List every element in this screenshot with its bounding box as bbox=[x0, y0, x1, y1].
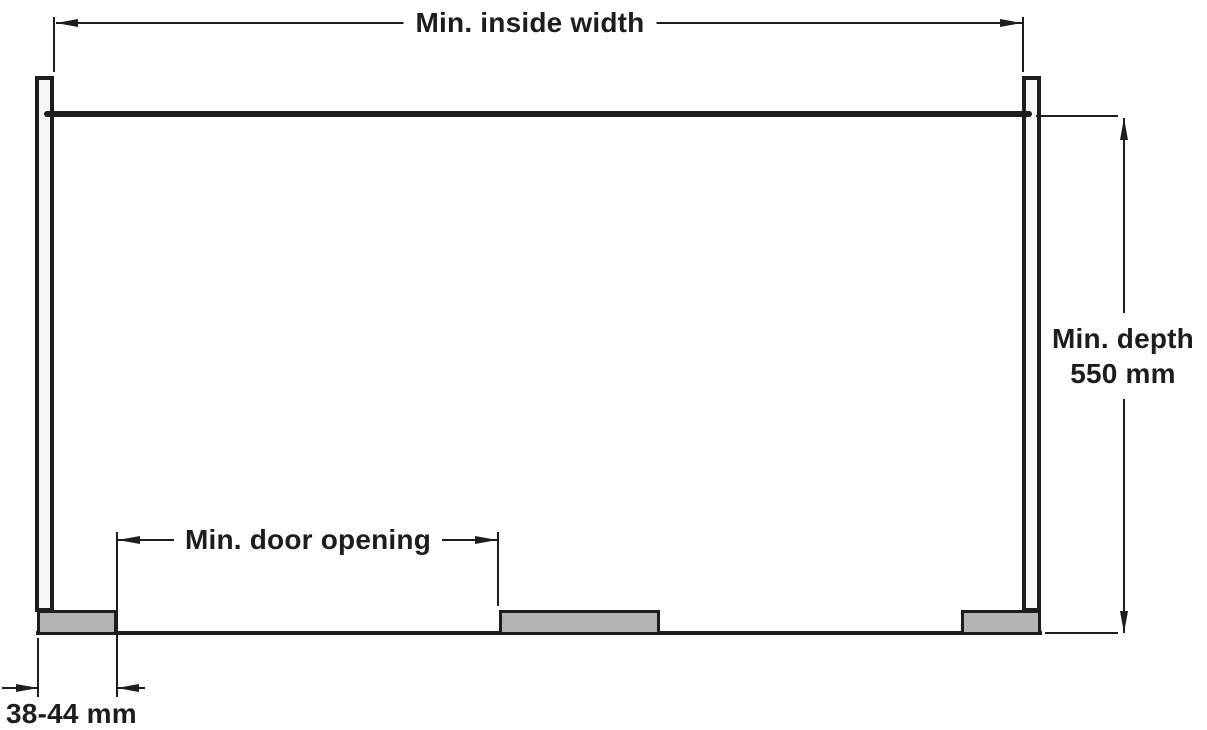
depth-arrowhead-up bbox=[1120, 118, 1128, 140]
side-offset-ext-line-left bbox=[37, 638, 39, 697]
depth-label-group: Min. depth 550 mm bbox=[1048, 313, 1198, 399]
depth-value: 550 mm bbox=[1070, 358, 1176, 389]
depth-ext-line-top bbox=[1036, 115, 1118, 117]
left-side-panel bbox=[35, 76, 54, 612]
side-offset-arrowhead-right bbox=[117, 684, 139, 692]
middle-base-block bbox=[499, 610, 660, 635]
side-offset-label: 38-44 mm bbox=[6, 698, 137, 729]
depth-arrowhead-down bbox=[1120, 611, 1128, 633]
inside-width-ext-line-left bbox=[53, 17, 55, 72]
right-base-block bbox=[961, 610, 1041, 635]
door-opening-ext-line-right bbox=[497, 532, 499, 606]
inside-width-arrowhead-right bbox=[1000, 19, 1022, 27]
inside-width-ext-line-right bbox=[1022, 17, 1024, 72]
door-opening-arrowhead-left bbox=[118, 536, 140, 544]
left-base-block bbox=[37, 610, 117, 635]
side-offset-arrowhead-left bbox=[16, 684, 38, 692]
right-side-panel bbox=[1022, 76, 1041, 612]
top-rail bbox=[44, 111, 1032, 117]
door-opening-label: Min. door opening bbox=[173, 524, 443, 556]
depth-ext-line-bottom bbox=[1045, 632, 1118, 634]
depth-label: Min. depth bbox=[1052, 323, 1194, 354]
door-opening-arrowhead-right bbox=[475, 536, 497, 544]
inside-width-label: Min. inside width bbox=[403, 7, 657, 39]
inside-width-arrowhead-left bbox=[56, 19, 78, 27]
door-opening-ext-line-left bbox=[116, 532, 118, 697]
